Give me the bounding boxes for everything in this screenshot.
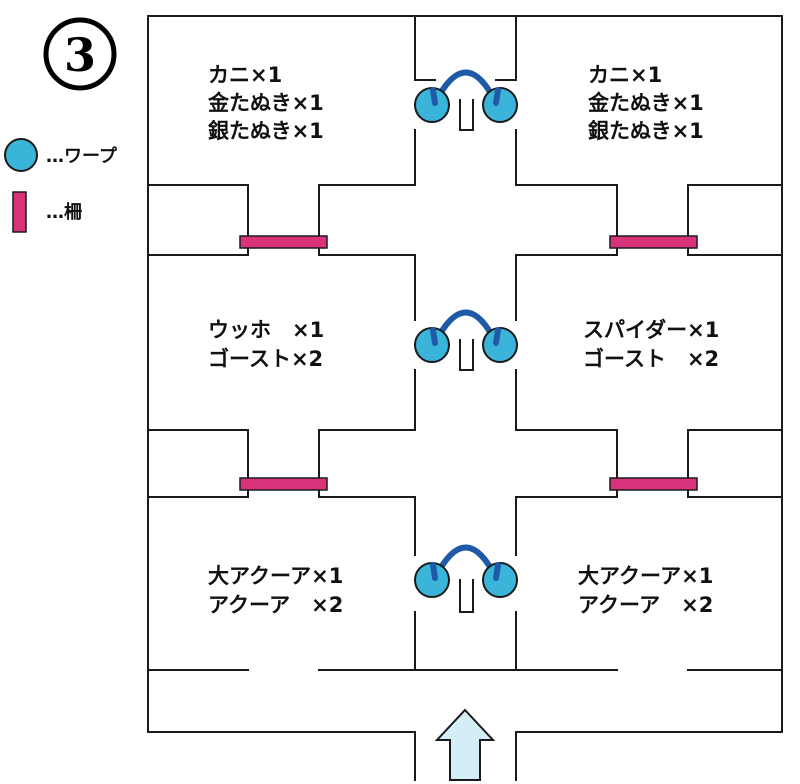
up-arrow-icon — [434, 708, 496, 781]
map-number: 3 — [64, 28, 96, 82]
legend: …ワープ …柵 — [4, 138, 118, 233]
enemy-entry: 金たぬき×1 — [587, 91, 704, 115]
legend-warp-label: …ワープ — [46, 145, 118, 167]
room-bottom-right: 大アクーア×1 アクーア ×2 — [578, 564, 713, 617]
enemy-entry: アクーア ×2 — [578, 593, 713, 617]
enemy-entry: ゴースト×2 — [208, 347, 323, 371]
room-middle-left: ウッホ ×1 ゴースト×2 — [208, 318, 324, 371]
enemy-entry: アクーア ×2 — [208, 593, 343, 617]
warp-icon — [4, 138, 38, 172]
map-number-marker: 3 — [43, 17, 117, 91]
enemy-entry: スパイダー×1 — [583, 318, 719, 342]
room-top-left: カニ×1 金たぬき×1 銀たぬき×1 — [207, 63, 324, 143]
fence-icon — [609, 235, 698, 249]
legend-fence: …柵 — [12, 191, 82, 233]
warp-top — [414, 69, 518, 123]
fence-icon — [12, 191, 27, 233]
enemy-entry: カニ×1 — [588, 63, 662, 87]
fence-icon — [239, 477, 328, 491]
warp-middle — [414, 309, 518, 363]
enemy-entry: カニ×1 — [208, 63, 282, 87]
enemy-entry: 銀たぬき×1 — [588, 119, 704, 143]
room-top-right: カニ×1 金たぬき×1 銀たぬき×1 — [587, 63, 704, 143]
enemy-entry: 大アクーア×1 — [578, 564, 713, 588]
fences — [239, 235, 698, 491]
enemy-entry: 金たぬき×1 — [207, 91, 324, 115]
enemy-entry: 大アクーア×1 — [208, 564, 343, 588]
warp-bottom — [414, 544, 518, 598]
enemy-entry: ゴースト ×2 — [583, 347, 719, 371]
fence-icon — [609, 477, 698, 491]
fence-icon — [239, 235, 328, 249]
map-walls — [147, 15, 783, 781]
room-bottom-left: 大アクーア×1 アクーア ×2 — [208, 564, 343, 617]
legend-warp: …ワープ — [4, 138, 118, 172]
legend-fence-label: …柵 — [46, 201, 82, 223]
enemy-entry: ウッホ ×1 — [208, 318, 324, 342]
enemy-entry: 銀たぬき×1 — [208, 119, 324, 143]
room-middle-right: スパイダー×1 ゴースト ×2 — [583, 318, 719, 371]
